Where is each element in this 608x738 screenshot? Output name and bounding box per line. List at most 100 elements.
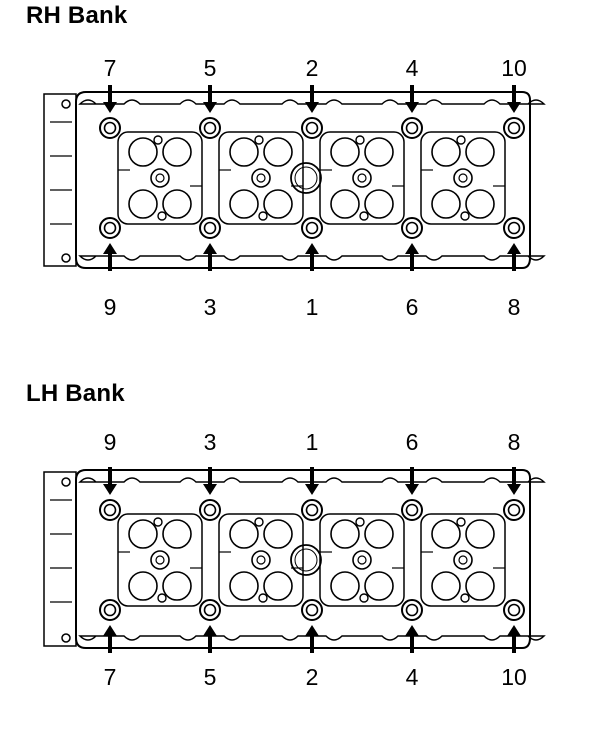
valve-pocket (431, 519, 461, 549)
valve-pocket (330, 189, 360, 219)
bolt-icon (153, 517, 163, 527)
bolt-icon (258, 593, 268, 603)
chamber-outline (218, 131, 304, 225)
head-bolt-bottom (301, 599, 323, 621)
top-sequence-label: 9 (104, 429, 117, 455)
valve-pocket (431, 571, 461, 601)
arrow-icon (507, 484, 521, 495)
head-bolt-top (503, 499, 525, 521)
head-bolt-bottom (99, 599, 121, 621)
valve-pocket (465, 519, 495, 549)
top-sequence-label: 1 (306, 429, 319, 455)
chamber-outline (117, 131, 203, 225)
arrow-icon (405, 102, 419, 113)
bottom-sequence-label: 5 (204, 664, 217, 690)
head-bolt-top (301, 499, 323, 521)
head-bolt-top (199, 117, 221, 139)
spark-plug-hole (256, 173, 266, 183)
combustion-chamber (420, 131, 506, 225)
valve-pocket (229, 571, 259, 601)
combustion-chamber (117, 513, 203, 607)
head-bolt-core (203, 603, 217, 617)
valve-pocket (364, 189, 394, 219)
spark-plug-boss (251, 168, 271, 188)
head-bolt-core (405, 603, 419, 617)
top-sequence-label: 10 (501, 55, 527, 81)
valve-pocket (263, 137, 293, 167)
valve-pocket (229, 519, 259, 549)
arrow-icon (103, 484, 117, 495)
head-bolt-core (405, 503, 419, 517)
bolt-icon (355, 517, 365, 527)
head-bolt-core (305, 603, 319, 617)
bottom-sequence-label: 2 (306, 664, 319, 690)
head-bolt-core (203, 221, 217, 235)
head-bolt-bottom (301, 217, 323, 239)
head-bolt-core (405, 121, 419, 135)
spark-plug-boss (453, 168, 473, 188)
bottom-sequence-label: 3 (204, 294, 217, 320)
head-bolt-core (203, 503, 217, 517)
valve-pocket (330, 571, 360, 601)
combustion-chamber (117, 131, 203, 225)
top-sequence-label: 2 (306, 55, 319, 81)
head-bolt-core (405, 221, 419, 235)
valve-pocket (128, 571, 158, 601)
head-bolt-core (103, 503, 117, 517)
chamber-outline (117, 513, 203, 607)
valve-pocket (229, 137, 259, 167)
top-sequence-label: 3 (204, 429, 217, 455)
head-bolt-core (507, 503, 521, 517)
head-bolt-core (103, 121, 117, 135)
head-bolt-top (99, 499, 121, 521)
valve-pocket (162, 571, 192, 601)
top-sequence-label: 4 (406, 55, 419, 81)
arrow-icon (507, 625, 521, 636)
bolt-icon (254, 135, 264, 145)
valve-pocket (465, 571, 495, 601)
combustion-chamber (319, 131, 405, 225)
bottom-sequence-label: 7 (104, 664, 117, 690)
head-bolt-top (199, 499, 221, 521)
valve-pocket (364, 137, 394, 167)
valve-pocket (128, 137, 158, 167)
oil-passage (290, 544, 322, 576)
bolt-icon (355, 135, 365, 145)
arrow-icon (507, 102, 521, 113)
valve-pocket (229, 189, 259, 219)
combustion-chamber (218, 513, 304, 607)
spark-plug-hole (458, 173, 468, 183)
spark-plug-boss (352, 550, 372, 570)
head-bolt-core (305, 221, 319, 235)
oil-passage (290, 162, 322, 194)
bolt-icon (254, 517, 264, 527)
head-bolt-top (99, 117, 121, 139)
spark-plug-hole (357, 173, 367, 183)
lh-bank-title: LH Bank (26, 380, 125, 407)
head-bolt-core (305, 121, 319, 135)
chamber-outline (319, 131, 405, 225)
arrow-icon (405, 484, 419, 495)
arrow-icon (203, 243, 217, 254)
bottom-sequence-label: 1 (306, 294, 319, 320)
spark-plug-hole (458, 555, 468, 565)
bolt-icon (460, 211, 470, 221)
arrow-icon (405, 625, 419, 636)
head-bolt-bottom (401, 599, 423, 621)
arrow-icon (203, 484, 217, 495)
bottom-sequence-label: 10 (501, 664, 527, 690)
timing-end-cap (43, 471, 77, 647)
arrow-icon (103, 243, 117, 254)
chamber-outline (319, 513, 405, 607)
head-bolt-core (507, 121, 521, 135)
bolt-icon (456, 135, 466, 145)
head-bolt-top (401, 499, 423, 521)
arrow-icon (507, 243, 521, 254)
spark-plug-boss (251, 550, 271, 570)
combustion-chamber (319, 513, 405, 607)
arrow-icon (305, 102, 319, 113)
spark-plug-boss (150, 168, 170, 188)
arrow-icon (103, 625, 117, 636)
